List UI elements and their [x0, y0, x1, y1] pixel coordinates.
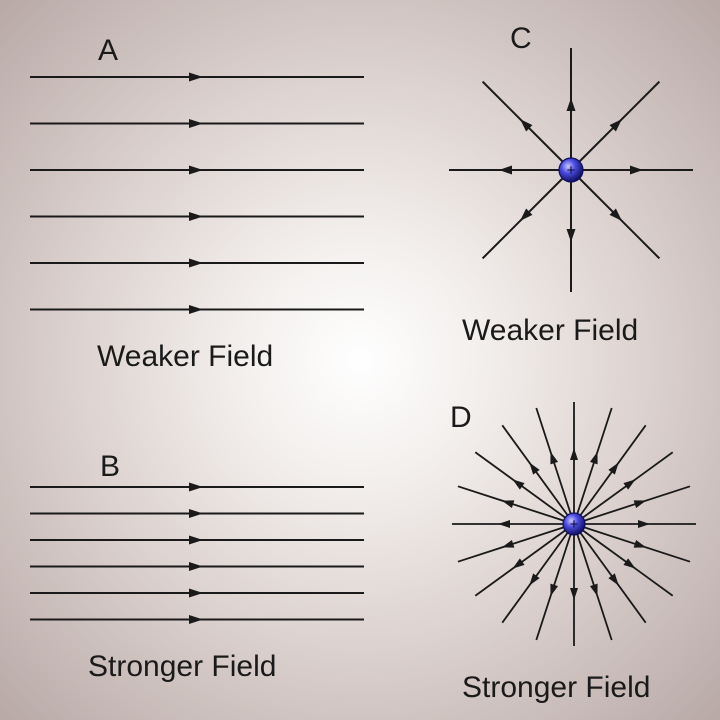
field-arrow — [499, 165, 512, 175]
field-arrow — [189, 482, 203, 492]
field-line — [474, 451, 575, 525]
panel-a-caption: Weaker Field — [97, 340, 274, 373]
field-line — [573, 451, 674, 525]
field-line — [535, 523, 575, 641]
field-arrow — [189, 119, 203, 128]
field-arrow — [529, 573, 540, 586]
field-line — [501, 424, 575, 525]
positive-charge — [562, 512, 586, 536]
field-arrow — [633, 500, 647, 509]
panel-d-radial-stronger: + — [452, 402, 696, 646]
field-arrow — [189, 72, 203, 82]
panel-c-caption: Weaker Field — [462, 314, 639, 347]
field-arrow — [498, 520, 510, 528]
charge-sign: + — [567, 162, 576, 179]
positive-charge — [558, 157, 584, 183]
field-arrow — [520, 119, 533, 132]
field-arrow — [512, 558, 525, 569]
field-arrow — [609, 119, 622, 132]
panel-c-letter: C — [510, 22, 532, 55]
panel-b-letter: B — [100, 450, 121, 483]
field-arrow — [550, 451, 559, 465]
field-arrow — [608, 573, 619, 586]
field-line — [573, 523, 647, 624]
field-arrow — [189, 535, 203, 545]
field-line — [474, 523, 575, 597]
charge-sign: + — [570, 516, 579, 533]
panel-a-uniform-weaker — [30, 72, 364, 314]
field-arrow — [570, 588, 578, 600]
field-arrow — [529, 462, 540, 475]
field-arrow — [570, 448, 578, 460]
field-line — [573, 424, 647, 525]
panel-d-letter: D — [450, 401, 472, 434]
field-line — [501, 523, 575, 624]
panel-c-radial-weaker: + — [449, 48, 693, 292]
panel-a-letter: A — [98, 34, 119, 67]
field-arrow — [608, 462, 619, 475]
field-arrow — [550, 583, 559, 597]
field-arrow — [189, 509, 203, 518]
field-line — [573, 407, 613, 525]
field-arrow — [189, 165, 203, 175]
panel-b-caption: Stronger Field — [88, 650, 277, 683]
field-line — [457, 523, 575, 563]
field-arrow — [609, 208, 622, 221]
field-arrow — [512, 479, 525, 490]
field-arrow — [566, 229, 576, 242]
field-arrow — [623, 479, 636, 490]
field-arrow — [501, 539, 515, 548]
field-line — [535, 407, 575, 525]
field-arrow — [189, 615, 203, 624]
field-arrow — [638, 520, 650, 528]
field-arrow — [623, 558, 636, 569]
field-arrow — [189, 588, 203, 598]
field-arrow — [189, 212, 203, 221]
field-line — [573, 485, 691, 525]
field-arrow — [566, 98, 576, 111]
field-arrow — [501, 500, 515, 509]
field-arrow — [189, 562, 203, 571]
field-arrow — [189, 305, 203, 314]
field-arrow — [630, 165, 643, 175]
panel-b-uniform-stronger — [30, 482, 364, 624]
field-arrow — [189, 258, 203, 268]
field-line — [573, 523, 613, 641]
panel-d-caption: Stronger Field — [462, 671, 651, 704]
field-line — [573, 523, 691, 563]
field-line — [457, 485, 575, 525]
field-arrow — [589, 583, 598, 597]
field-arrow — [589, 451, 598, 465]
field-arrow — [520, 208, 533, 221]
field-line — [573, 523, 674, 597]
field-arrow — [633, 539, 647, 548]
